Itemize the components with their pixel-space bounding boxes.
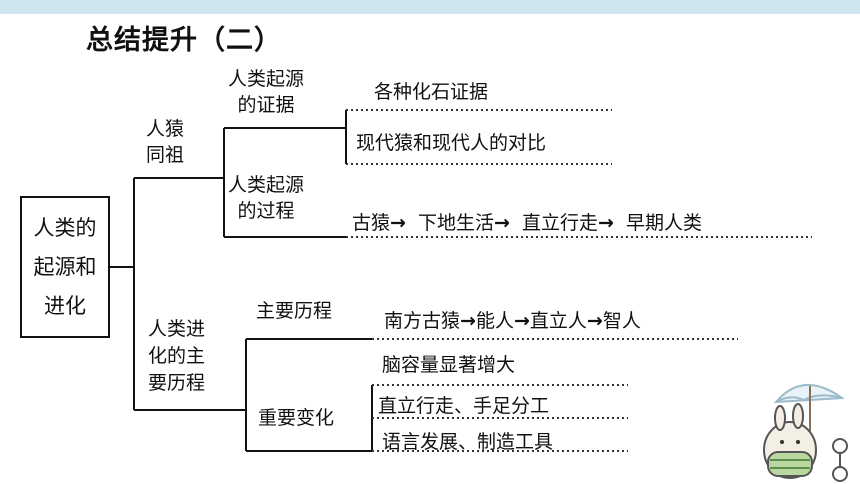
course-step-1: 南方古猿 [384,310,461,332]
root-line-1: 人类的 [33,215,97,240]
process-step-3: 直立行走 [521,212,598,234]
process-step-1: 古猿 [352,212,391,234]
node-origin-evidence-line-1: 人类起源 [228,68,305,90]
node-origin-process: 人类起源 的过程 [228,172,304,224]
node-origin-evidence: 人类起源 的证据 [228,66,304,118]
process-step-4: 早期人类 [625,212,702,234]
process-chain: 古猿→ 下地生活→ 直立行走→ 早期人类 [352,208,702,235]
arrow-icon: → [586,310,603,332]
evidence-item-comparison: 现代猿和现代人的对比 [356,132,547,154]
mascot-umbrella-illustration [763,384,848,482]
node-main-course: 主要历程 [256,300,333,322]
node-major-changes: 重要变化 [258,407,335,429]
arrow-icon: → [494,212,510,234]
node-origin-process-line-2: 的过程 [237,200,295,222]
course-step-2: 能人 [475,310,514,332]
course-step-3: 直立人 [529,310,587,332]
node-ape-ancestor: 人猿 同祖 [146,116,184,168]
top-band [0,0,860,14]
node-main-process-line-1: 人类进 [148,318,206,340]
arrow-icon: → [597,212,614,234]
node-origin-process-line-1: 人类起源 [228,174,305,196]
change-item-brain: 脑容量显著增大 [382,354,516,376]
root-node: 人类的 起源和 进化 [20,196,110,338]
process-step-2: 下地生活 [417,212,494,234]
arrow-icon: → [513,310,530,332]
node-main-process: 人类进 化的主 要历程 [148,316,205,397]
node-ape-ancestor-line-1: 人猿 [146,118,185,140]
evidence-item-fossils: 各种化石证据 [374,81,489,103]
root-line-3: 进化 [44,293,86,318]
node-main-process-line-3: 要历程 [148,372,206,394]
node-ape-ancestor-line-2: 同祖 [146,144,185,166]
change-item-language: 语言发展、制造工具 [382,431,554,453]
page-title: 总结提升（二） [86,25,282,56]
node-origin-evidence-line-2: 的证据 [237,94,295,116]
root-line-2: 起源和 [33,254,97,279]
arrow-icon: → [390,212,406,234]
arrow-icon: → [460,310,476,332]
node-main-process-line-2: 化的主 [148,345,206,367]
course-step-4: 智人 [602,310,641,332]
change-item-bipedal: 直立行走、手足分工 [378,395,550,417]
course-chain: 南方古猿→能人→直立人→智人 [384,306,641,333]
